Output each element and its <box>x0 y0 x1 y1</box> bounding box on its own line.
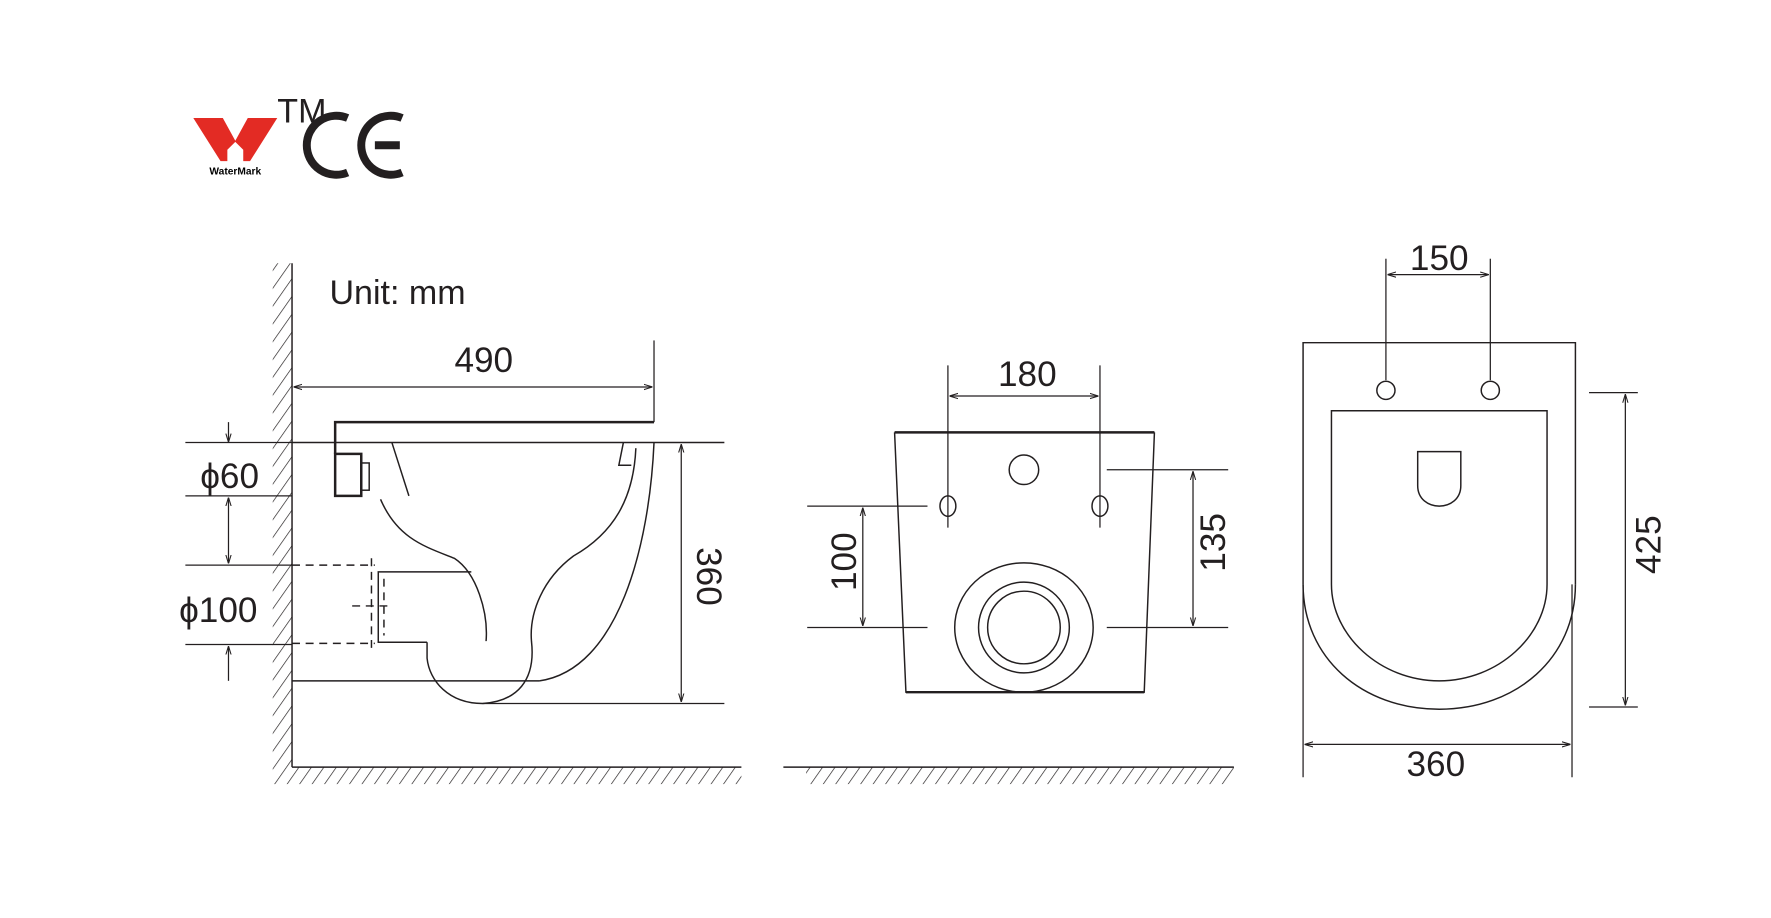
watermark-label: WaterMark <box>209 167 261 178</box>
ce-logo <box>302 111 404 179</box>
top-view: 150 425 360 <box>1302 239 1669 784</box>
length-dimension: 425 <box>1630 515 1669 574</box>
outlet-diameter-dimension: ϕ100 <box>179 591 257 630</box>
outlet-bolt-height-dimension: 100 <box>825 532 864 591</box>
bolt-spacing-dimension: 180 <box>998 355 1057 394</box>
side-view: Unit: mm 490 ϕ60 ϕ100 <box>179 263 742 785</box>
back-view: 180 100 135 <box>783 355 1234 785</box>
hinge-spacing-dimension: 150 <box>1410 239 1469 278</box>
inlet-outlet-height-dimension: 135 <box>1194 513 1233 572</box>
unit-label: Unit: mm <box>329 274 465 312</box>
width-dimension: 360 <box>1407 745 1466 784</box>
inlet-diameter-dimension: ϕ60 <box>200 457 259 496</box>
depth-dimension: 490 <box>454 341 513 380</box>
height-dimension: 360 <box>689 547 728 606</box>
